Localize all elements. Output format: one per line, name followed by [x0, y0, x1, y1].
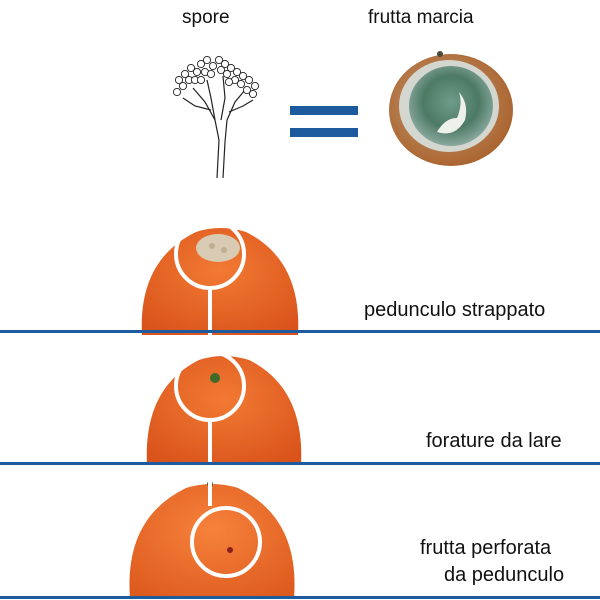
separator-1 — [0, 330, 600, 333]
equals-bar-top — [290, 106, 358, 115]
orange-torn-stem — [141, 228, 299, 335]
row3-label-line2: da pedunculo — [444, 564, 565, 586]
separator-2 — [0, 462, 600, 465]
separator-3 — [0, 596, 600, 599]
row3-label-line1: frutta perforata — [420, 537, 552, 559]
spore-illustration — [172, 55, 260, 179]
highlight-circle-1 — [174, 218, 246, 338]
row1-label: pedunculo strappato — [364, 299, 546, 321]
highlight-circle-3 — [190, 470, 262, 578]
spore-label: spore — [182, 7, 230, 28]
equals-bar-bottom — [290, 128, 358, 137]
rotten-fruit-label: frutta marcia — [368, 7, 474, 28]
orange-puncture — [146, 356, 302, 465]
rotten-fruit-image — [389, 51, 513, 166]
highlight-circle-2 — [174, 350, 246, 470]
equals-sign — [290, 106, 358, 138]
row2-label: forature da lare — [426, 430, 562, 452]
